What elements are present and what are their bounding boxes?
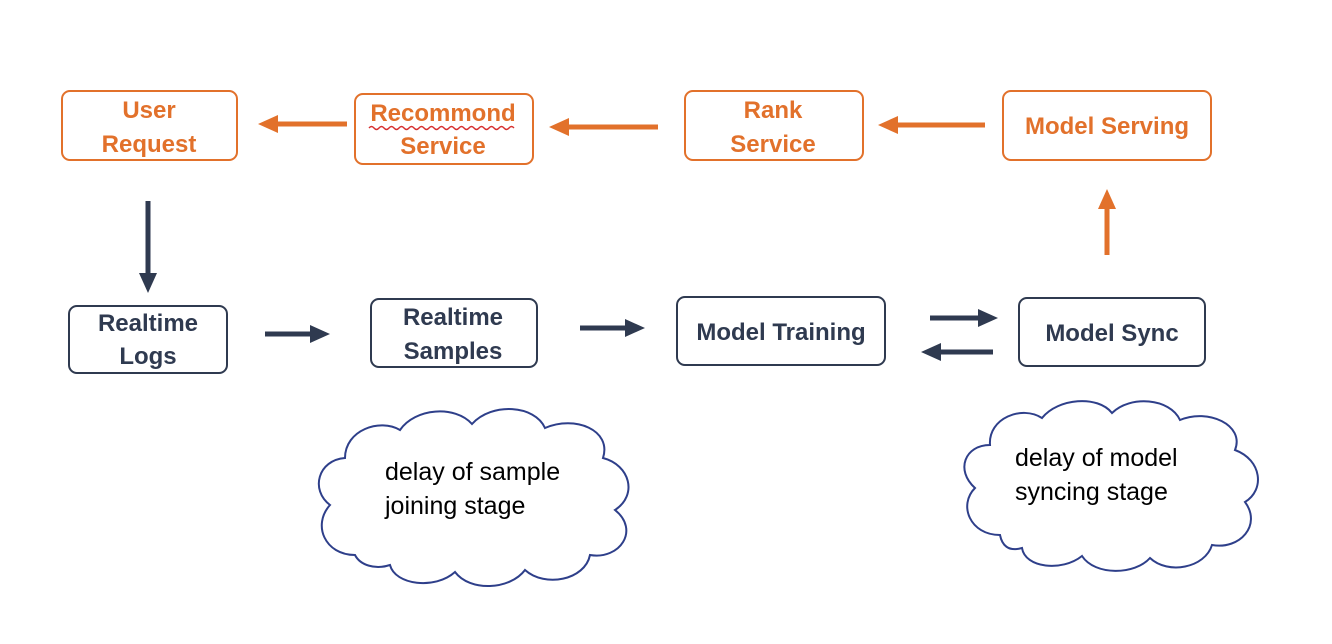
arrow-sync-to-serving (1098, 189, 1116, 255)
model-serving-node: Model Serving (1002, 90, 1212, 161)
model-sync-node: Model Sync (1018, 297, 1206, 367)
model-delay-line1: delay of model (1015, 444, 1178, 472)
arrow-user-to-logs (139, 201, 157, 293)
arrow-samples-to-training (580, 319, 645, 337)
arrow-serving-to-rank (878, 116, 985, 134)
rank-service-label-line2: Service (730, 131, 815, 158)
arrow-rank-to-recommond (549, 118, 658, 136)
arrow-training-to-sync (930, 309, 998, 327)
arrow-logs-to-samples (265, 325, 330, 343)
realtime-logs-label-line1: Realtime (98, 310, 198, 337)
model-training-node: Model Training (676, 296, 886, 366)
realtime-logs-label-line2: Logs (119, 343, 176, 370)
recommond-service-label-line1: Recommond (370, 100, 515, 127)
arrow-sync-to-training (921, 343, 993, 361)
realtime-samples-node: Realtime Samples (370, 298, 538, 368)
rank-service-label-line1: Rank (744, 97, 803, 124)
arrow-recommond-to-user (258, 115, 347, 133)
model-delay-cloud: delay of model syncing stage (963, 400, 1259, 572)
user-request-node: User Request (61, 90, 238, 161)
sample-delay-line1: delay of sample (385, 458, 560, 486)
user-request-label-line2: Request (102, 131, 197, 158)
realtime-samples-label-line2: Samples (404, 338, 503, 365)
model-serving-label: Model Serving (1025, 113, 1189, 140)
sample-delay-line2: joining stage (384, 492, 525, 520)
rank-service-node: Rank Service (684, 90, 864, 161)
realtime-samples-label-line1: Realtime (403, 304, 503, 331)
model-training-label: Model Training (696, 319, 865, 346)
sample-delay-cloud: delay of sample joining stage (317, 408, 630, 587)
recommond-service-label-line2: Service (400, 133, 485, 160)
realtime-logs-node: Realtime Logs (68, 305, 228, 374)
user-request-label-line1: User (122, 97, 175, 124)
spellcheck-squiggle (368, 125, 515, 131)
recommond-service-node: Recommond Service (354, 93, 534, 165)
model-sync-label: Model Sync (1045, 320, 1178, 347)
model-delay-line2: syncing stage (1015, 478, 1168, 506)
